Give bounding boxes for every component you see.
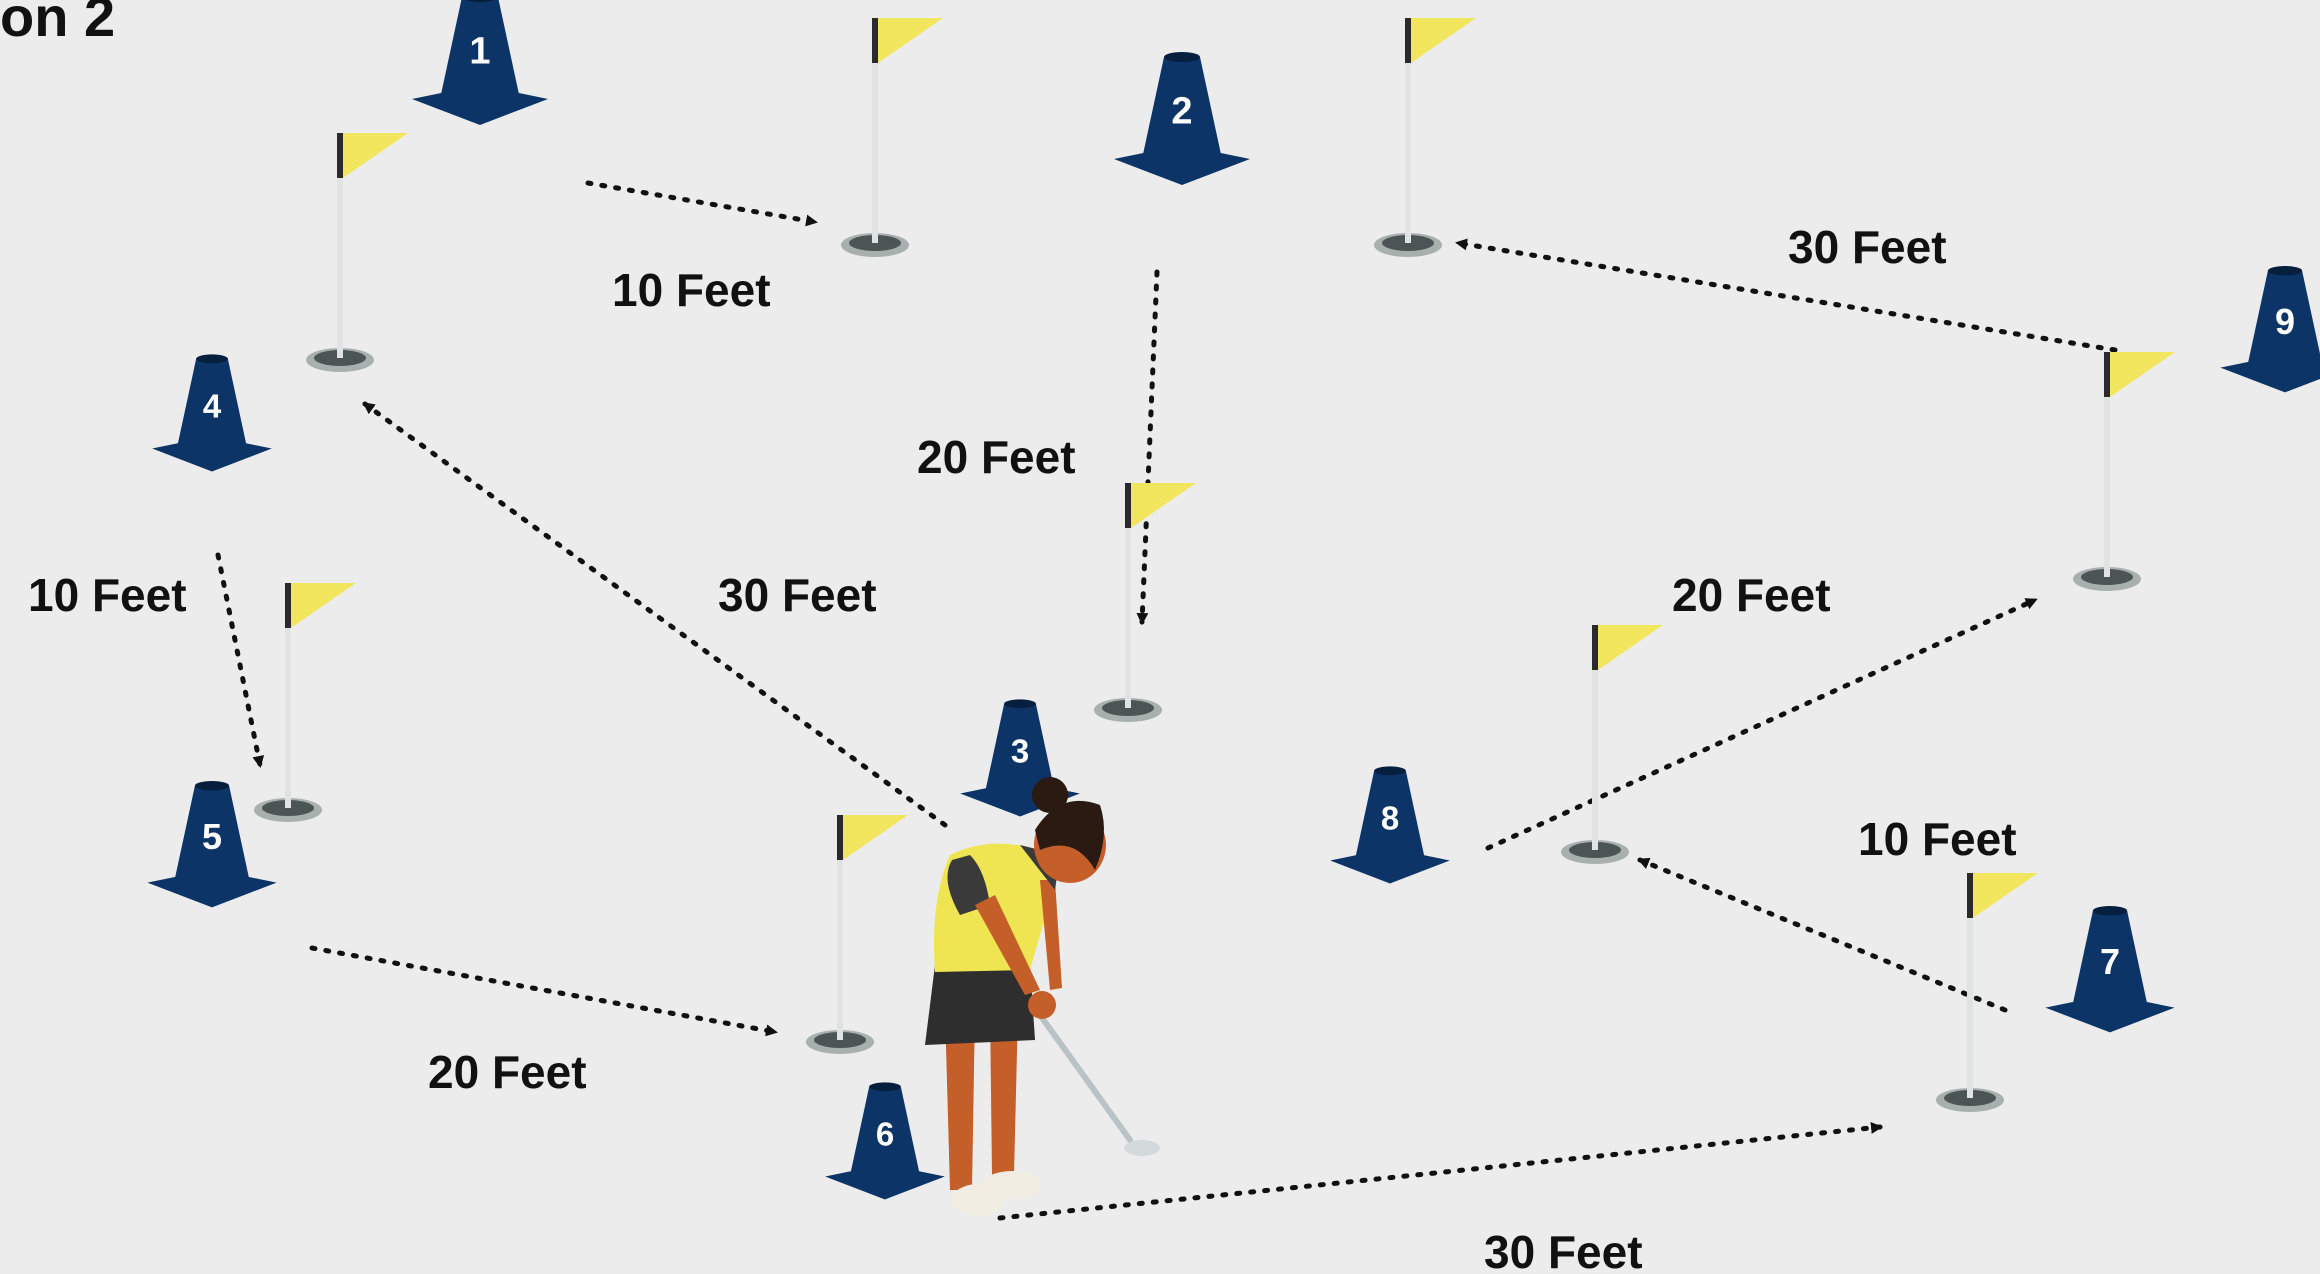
route-arrow-7 (1640, 860, 2005, 1010)
flag-hole-icon (1374, 18, 1476, 257)
route-label-9: 30 Feet (1788, 221, 1947, 273)
cone-6: 6 (825, 1082, 945, 1199)
route-label-5: 20 Feet (428, 1046, 587, 1098)
route-label-6: 30 Feet (1484, 1226, 1643, 1274)
route-arrow-4 (218, 555, 260, 765)
page-title: on 2 (0, 0, 115, 48)
route-label-7: 10 Feet (1858, 813, 2017, 865)
route-label-4: 10 Feet (28, 569, 187, 621)
cone-5: 5 (147, 781, 276, 907)
cone-2: 2 (1114, 52, 1250, 185)
cone-number: 6 (876, 1115, 894, 1152)
cone-number: 5 (202, 816, 222, 857)
flag-hole-icon (1094, 483, 1196, 722)
flag-hole-icon (1561, 625, 1663, 864)
cones-layer: 1 2 3 4 5 6 7 8 9 (147, 0, 2320, 1199)
cone-number: 2 (1171, 91, 1192, 133)
cone-number: 1 (469, 31, 490, 73)
flag-hole-icon (841, 18, 943, 257)
route-label-3: 30 Feet (718, 569, 877, 621)
cone-number: 8 (1381, 799, 1399, 836)
route-label-8: 20 Feet (1672, 569, 1831, 621)
flag-hole-icon (806, 815, 908, 1054)
flag-hole-icon (306, 133, 408, 372)
cone-4: 4 (152, 354, 272, 471)
route-label-2: 20 Feet (917, 431, 1076, 483)
cone-1: 1 (412, 0, 548, 125)
route-arrow-9 (1458, 243, 2115, 350)
holes-layer (254, 18, 2175, 1112)
flag-hole-icon (254, 583, 356, 822)
cone-number: 3 (1011, 732, 1029, 769)
golfer-putting-icon (925, 777, 1160, 1216)
cone-9: 9 (2220, 266, 2320, 392)
cone-7: 7 (2045, 906, 2174, 1032)
cone-number: 7 (2100, 941, 2120, 982)
route-arrow-2 (1142, 272, 1157, 622)
route-arrow-5 (312, 948, 775, 1032)
cone-8: 8 (1330, 766, 1450, 883)
flag-hole-icon (2073, 352, 2175, 591)
route-arrow-8 (1488, 600, 2035, 848)
cone-number: 4 (203, 387, 222, 424)
route-arrow-1 (588, 183, 815, 222)
route-label-1: 10 Feet (612, 264, 771, 316)
cone-number: 9 (2275, 301, 2295, 342)
flag-hole-icon (1936, 873, 2038, 1112)
